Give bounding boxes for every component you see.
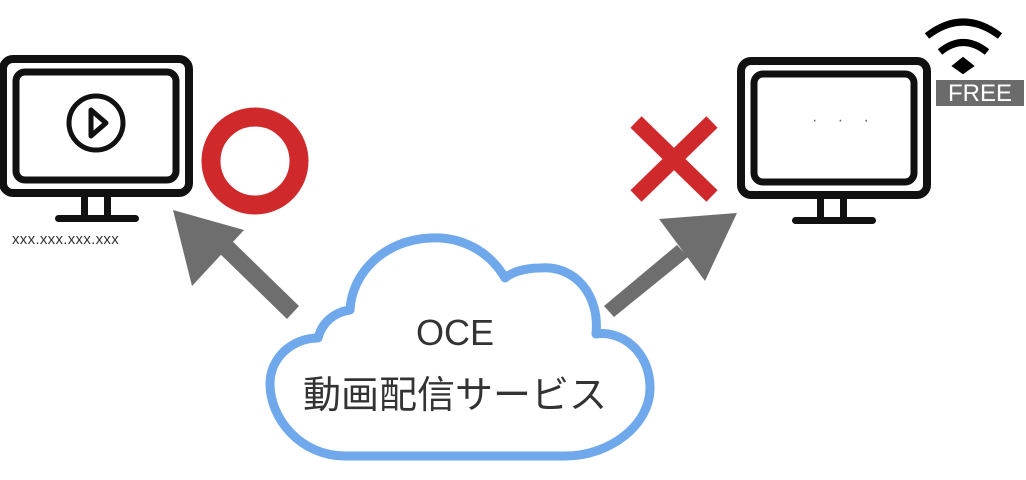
right-monitor-icon	[737, 57, 931, 224]
cloud-shape	[265, 233, 655, 461]
left-monitor-icon	[0, 55, 193, 222]
device-address-label: xxx.xxx.xxx.xxx	[12, 231, 120, 248]
wifi-icon	[924, 18, 1003, 75]
cloud-subtitle: 動画配信サービス	[302, 373, 607, 417]
cross-ng-icon	[630, 116, 718, 202]
cloud-title: OCE	[415, 312, 494, 353]
arrow-to-left-device	[173, 210, 299, 319]
free-wifi-badge: FREE	[936, 80, 1024, 107]
screen-placeholder-dots: · · ·	[812, 112, 877, 129]
circle-ok-icon	[201, 107, 309, 215]
play-circle-icon	[66, 93, 126, 153]
arrow-to-right-device	[604, 213, 737, 317]
